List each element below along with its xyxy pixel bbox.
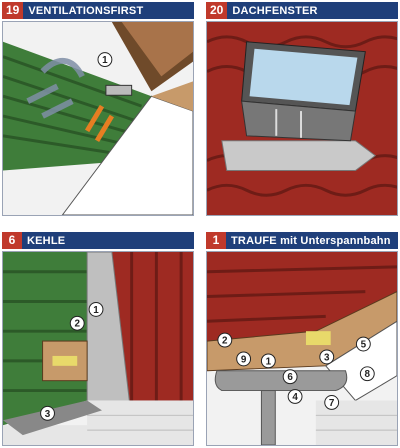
callout-number: 7 — [329, 398, 335, 409]
callout-marker: 8 — [359, 366, 375, 382]
callout-number: 1 — [93, 305, 99, 316]
eaves-illustration: 2 9 1 3 5 6 4 8 7 — [206, 251, 398, 446]
panel-header: 20 DACHFENSTER — [206, 2, 398, 19]
panel-kehle: 6 KEHLE — [2, 232, 194, 446]
panel-traufe: 1 TRAUFE mit Unterspannbahn — [206, 232, 398, 446]
panel-number: 1 — [206, 232, 226, 249]
ventilation-ridge-illustration: 1 — [2, 21, 194, 216]
callout-marker: 1 — [260, 353, 276, 369]
callout-number: 2 — [74, 319, 80, 330]
panel-header: 1 TRAUFE mit Unterspannbahn — [206, 232, 398, 249]
panel-dachfenster: 20 DACHFENSTER — [206, 2, 398, 216]
callout-marker: 3 — [40, 405, 55, 421]
panel-title: KEHLE — [27, 234, 66, 247]
panel-number: 6 — [2, 232, 22, 249]
panel-number: 19 — [2, 2, 24, 19]
callout-marker: 7 — [324, 395, 340, 410]
callout-number: 3 — [324, 352, 330, 363]
callout-marker: 2 — [69, 315, 85, 331]
panel-number: 20 — [206, 2, 228, 19]
callout-number: 6 — [287, 372, 293, 383]
callout-marker: 3 — [319, 349, 335, 365]
panel-header: 19 VENTILATIONSFIRST — [2, 2, 194, 19]
panel-title: TRAUFE mit Unterspannbahn — [231, 234, 391, 247]
callout-number: 1 — [102, 55, 108, 66]
callout-marker: 4 — [287, 389, 303, 404]
valley-illustration: 1 2 3 — [2, 251, 194, 446]
roof-window-illustration — [206, 21, 398, 216]
callout-marker: 9 — [236, 351, 252, 367]
panel-title: VENTILATIONSFIRST — [28, 4, 144, 17]
callout-marker: 1 — [97, 52, 113, 68]
callout-number: 5 — [361, 340, 367, 351]
callout-marker: 2 — [217, 332, 233, 348]
callout-marker: 6 — [282, 369, 298, 385]
callout-number: 8 — [365, 369, 371, 380]
callout-number: 1 — [266, 356, 272, 367]
callout-number: 4 — [292, 392, 298, 403]
callout-number: 2 — [222, 336, 228, 347]
panel-title: DACHFENSTER — [232, 4, 318, 17]
callout-marker: 1 — [88, 301, 104, 317]
panel-header: 6 KEHLE — [2, 232, 194, 249]
callout-marker: 5 — [355, 336, 371, 352]
panel-ventilationsfirst: 19 VENTILATIONSFIRST — [2, 2, 194, 216]
callout-number: 9 — [241, 354, 247, 365]
callout-number: 3 — [45, 409, 51, 420]
